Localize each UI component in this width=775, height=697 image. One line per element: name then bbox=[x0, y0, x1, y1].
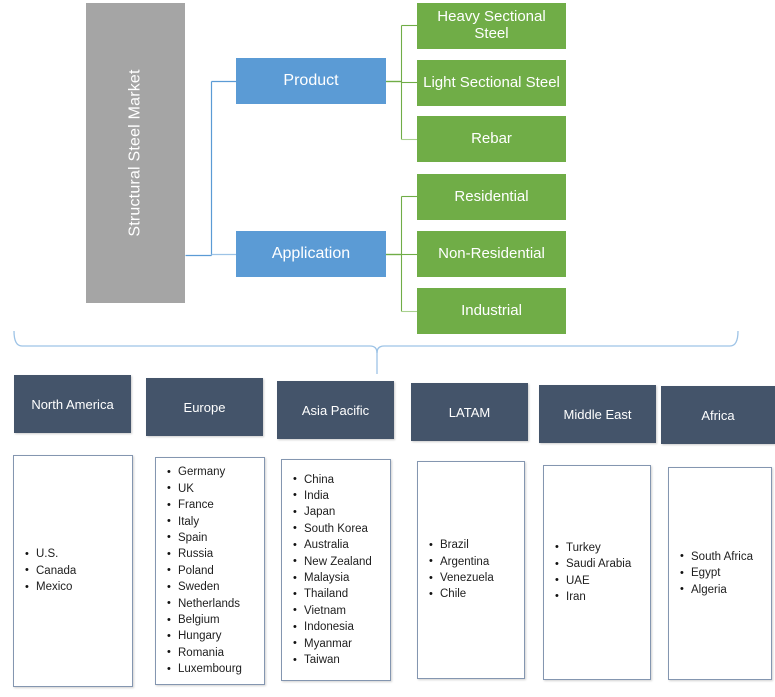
leaf-box-heavy-sectional-steel[interactable]: Heavy Sectional Steel bbox=[417, 3, 566, 49]
country-list: South AfricaEgyptAlgeria bbox=[669, 548, 771, 598]
region-header-asia-pacific[interactable]: Asia Pacific bbox=[277, 381, 394, 439]
country-list-item: India bbox=[293, 487, 390, 504]
region-header-europe[interactable]: Europe bbox=[146, 378, 263, 436]
country-list: GermanyUKFranceItalySpainRussiaPolandSwe… bbox=[156, 464, 264, 678]
leaf-box-residential[interactable]: Residential bbox=[417, 174, 566, 220]
segment-box-application[interactable]: Application bbox=[236, 231, 386, 277]
country-list-item: Japan bbox=[293, 504, 390, 521]
country-list-item: Iran bbox=[555, 588, 650, 605]
country-list-item: Thailand bbox=[293, 586, 390, 603]
region-list-north-america: U.S.CanadaMexico bbox=[13, 455, 133, 687]
region-header-label: Middle East bbox=[563, 406, 632, 422]
country-list-item: New Zealand bbox=[293, 553, 390, 570]
root-market-box: Structural Steel Market bbox=[86, 3, 185, 303]
leaf-label: Non-Residential bbox=[438, 244, 545, 262]
country-list-item: Brazil bbox=[429, 537, 524, 554]
country-list-item: Belgium bbox=[167, 612, 264, 629]
country-list-item: UK bbox=[167, 480, 264, 497]
country-list-item: China bbox=[293, 471, 390, 488]
country-list-item: Mexico bbox=[25, 579, 132, 596]
region-header-north-america[interactable]: North America bbox=[14, 375, 131, 433]
country-list-item: Vietnam bbox=[293, 602, 390, 619]
region-header-label: North America bbox=[31, 396, 114, 412]
country-list-item: UAE bbox=[555, 572, 650, 589]
root-market-label: Structural Steel Market bbox=[126, 69, 144, 237]
segment-label: Product bbox=[283, 72, 339, 89]
country-list-item: Hungary bbox=[167, 628, 264, 645]
country-list: TurkeySaudi ArabiaUAEIran bbox=[544, 539, 650, 606]
region-header-label: Europe bbox=[183, 399, 226, 415]
country-list-item: Myanmar bbox=[293, 635, 390, 652]
country-list-item: Egypt bbox=[680, 565, 771, 582]
country-list-item: South Korea bbox=[293, 520, 390, 537]
country-list-item: Venezuela bbox=[429, 569, 524, 586]
region-list-latam: BrazilArgentinaVenezuelaChile bbox=[417, 461, 525, 679]
country-list-item: Chile bbox=[429, 586, 524, 603]
leaf-box-industrial[interactable]: Industrial bbox=[417, 288, 566, 334]
country-list-item: Indonesia bbox=[293, 619, 390, 636]
country-list-item: Italy bbox=[167, 513, 264, 530]
country-list-item: U.S. bbox=[25, 546, 132, 563]
country-list: ChinaIndiaJapanSouth KoreaAustraliaNew Z… bbox=[282, 471, 390, 669]
region-list-europe: GermanyUKFranceItalySpainRussiaPolandSwe… bbox=[155, 457, 265, 685]
country-list-item: Canada bbox=[25, 562, 132, 579]
region-header-label: Africa bbox=[701, 407, 735, 423]
country-list-item: Algeria bbox=[680, 581, 771, 598]
segment-box-product[interactable]: Product bbox=[236, 58, 386, 104]
country-list-item: Australia bbox=[293, 537, 390, 554]
leaf-box-rebar[interactable]: Rebar bbox=[417, 116, 566, 162]
country-list-item: Argentina bbox=[429, 553, 524, 570]
region-list-africa: South AfricaEgyptAlgeria bbox=[668, 467, 772, 680]
region-list-asia-pacific: ChinaIndiaJapanSouth KoreaAustraliaNew Z… bbox=[281, 459, 391, 681]
region-header-africa[interactable]: Africa bbox=[661, 386, 775, 444]
leaf-label: Rebar bbox=[471, 129, 512, 147]
region-header-label: LATAM bbox=[448, 404, 491, 420]
segment-label: Application bbox=[271, 245, 351, 262]
country-list-item: Poland bbox=[167, 562, 264, 579]
leaf-label: Residential bbox=[454, 187, 529, 205]
country-list-item: Turkey bbox=[555, 539, 650, 556]
leaf-label: Light Sectional Steel bbox=[423, 73, 560, 91]
country-list-item: Netherlands bbox=[167, 595, 264, 612]
country-list-item: France bbox=[167, 497, 264, 514]
region-list-middle-east: TurkeySaudi ArabiaUAEIran bbox=[543, 465, 651, 680]
country-list-item: Germany bbox=[167, 464, 264, 481]
country-list-item: South Africa bbox=[680, 548, 771, 565]
country-list-item: Sweden bbox=[167, 579, 264, 596]
country-list-item: Saudi Arabia bbox=[555, 556, 650, 573]
country-list-item: Spain bbox=[167, 529, 264, 546]
leaf-box-non-residential[interactable]: Non-Residential bbox=[417, 231, 566, 277]
region-header-latam[interactable]: LATAM bbox=[411, 383, 528, 441]
region-header-label: Asia Pacific bbox=[301, 402, 370, 418]
country-list-item: Luxembourg bbox=[167, 661, 264, 678]
country-list-item: Taiwan bbox=[293, 652, 390, 669]
country-list-item: Malaysia bbox=[293, 569, 390, 586]
region-header-middle-east[interactable]: Middle East bbox=[539, 385, 656, 443]
leaf-label: Industrial bbox=[461, 301, 522, 319]
country-list-item: Romania bbox=[167, 644, 264, 661]
country-list-item: Russia bbox=[167, 546, 264, 563]
country-list: BrazilArgentinaVenezuelaChile bbox=[418, 537, 524, 603]
leaf-box-light-sectional-steel[interactable]: Light Sectional Steel bbox=[417, 60, 566, 106]
leaf-label: Heavy Sectional Steel bbox=[437, 8, 546, 42]
country-list: U.S.CanadaMexico bbox=[14, 546, 132, 596]
